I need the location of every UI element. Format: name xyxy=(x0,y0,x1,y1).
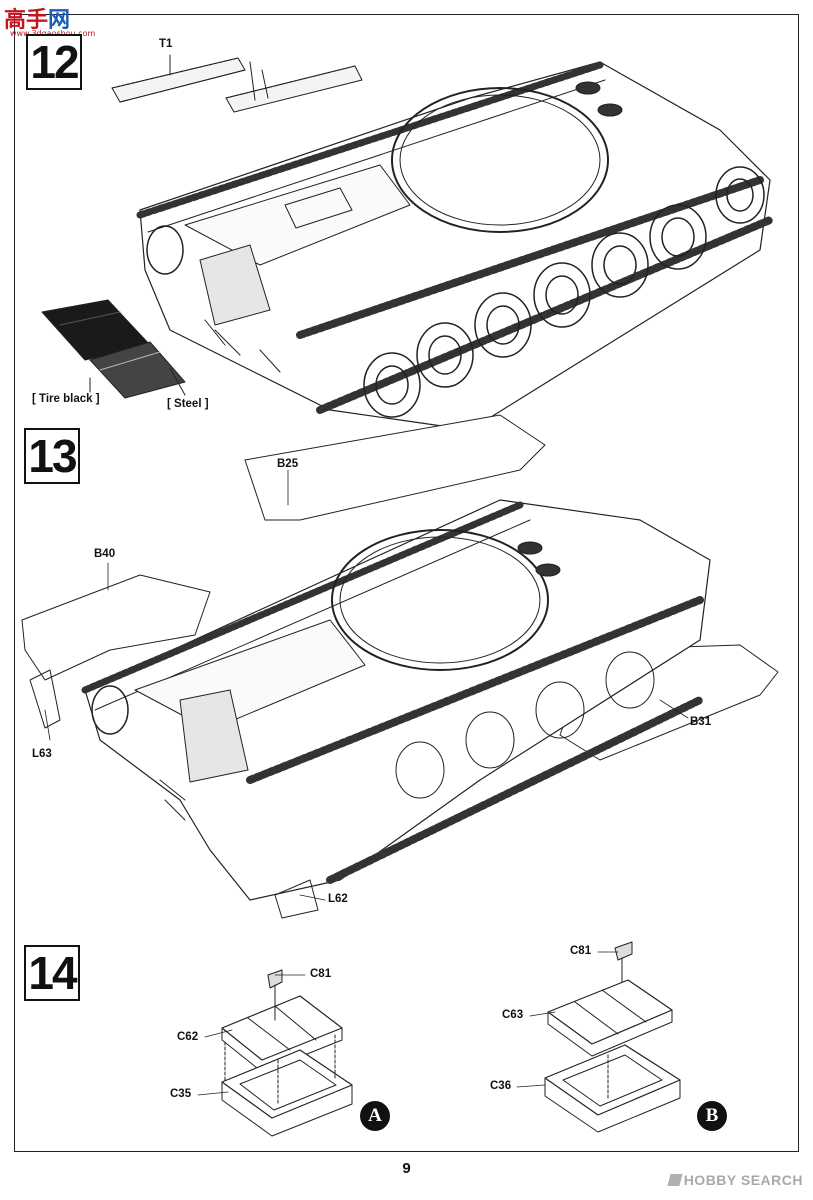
part-label-b40: B40 xyxy=(94,548,116,560)
track-color-steel: [ Steel ] xyxy=(167,398,209,410)
page-number: 9 xyxy=(402,1160,411,1177)
step13-hull xyxy=(21,414,779,919)
part-label-c63: C63 xyxy=(502,1009,524,1021)
step12-track-samples xyxy=(41,299,186,399)
part-label-b25: B25 xyxy=(277,458,299,470)
track-color-tire-black: [ Tire black ] xyxy=(32,393,100,405)
part-label-t1: T1 xyxy=(159,38,173,50)
part-label-c35: C35 xyxy=(170,1088,192,1100)
step12-hull xyxy=(136,61,774,431)
step14-box-b-leaders xyxy=(516,951,619,1088)
part-label-l63: L63 xyxy=(32,748,52,760)
step-12-number: 12 xyxy=(26,34,82,90)
site-logo: 高手网 www.3dgaoshou.com xyxy=(4,8,95,38)
part-label-c81-a: C81 xyxy=(310,968,332,980)
hobby-search-watermark: HOBBY SEARCH xyxy=(667,1172,803,1188)
page-border xyxy=(14,14,799,1152)
part-label-c81-b: C81 xyxy=(570,945,592,957)
hobby-search-logo-icon xyxy=(667,1174,683,1186)
part-label-c62: C62 xyxy=(177,1031,199,1043)
step14-box-a-leaders xyxy=(197,974,306,1096)
part-label-b31: B31 xyxy=(690,716,712,728)
step14-box-b xyxy=(544,941,681,1133)
step13-leaders xyxy=(44,469,689,901)
part-label-c36: C36 xyxy=(490,1080,512,1092)
variant-a-badge: A xyxy=(360,1101,390,1131)
step14-box-a xyxy=(221,969,353,1137)
step-14-number: 14 xyxy=(24,945,80,1001)
step-13-number: 13 xyxy=(24,428,80,484)
step12-track-links-t1 xyxy=(111,54,363,113)
variant-b-badge: B xyxy=(697,1101,727,1131)
part-label-l62: L62 xyxy=(328,893,348,905)
